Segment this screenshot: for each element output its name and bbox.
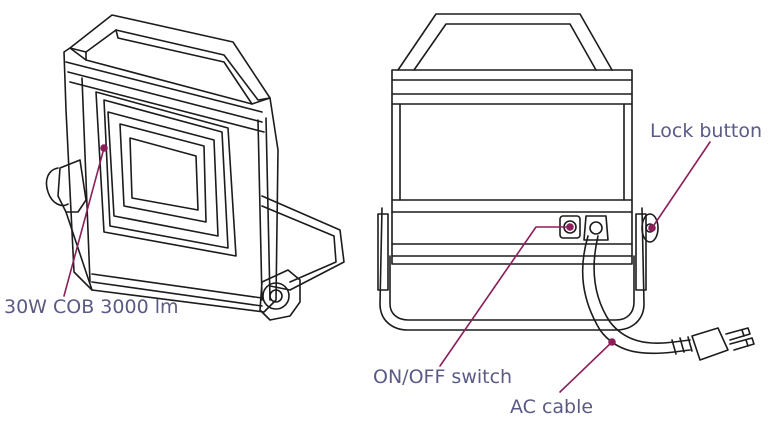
lock-button-label: Lock button <box>650 120 763 142</box>
front-view-light <box>45 14 345 321</box>
cable-leader <box>559 341 613 393</box>
cob-leader <box>63 147 105 297</box>
callout-lines <box>63 141 711 393</box>
switch-leader-dot <box>566 223 574 231</box>
switch-leader <box>439 226 571 367</box>
lock-leader-dot <box>648 224 656 232</box>
ac-cable-label: AC cable <box>510 396 594 418</box>
cable-leader-dot <box>608 338 616 346</box>
cob-label: 30W COB 3000 lm <box>4 296 179 318</box>
on-off-switch-label: ON/OFF switch <box>373 366 513 388</box>
back-view-light <box>377 13 755 361</box>
cob-leader-dot <box>100 144 108 152</box>
lock-leader <box>651 141 711 229</box>
